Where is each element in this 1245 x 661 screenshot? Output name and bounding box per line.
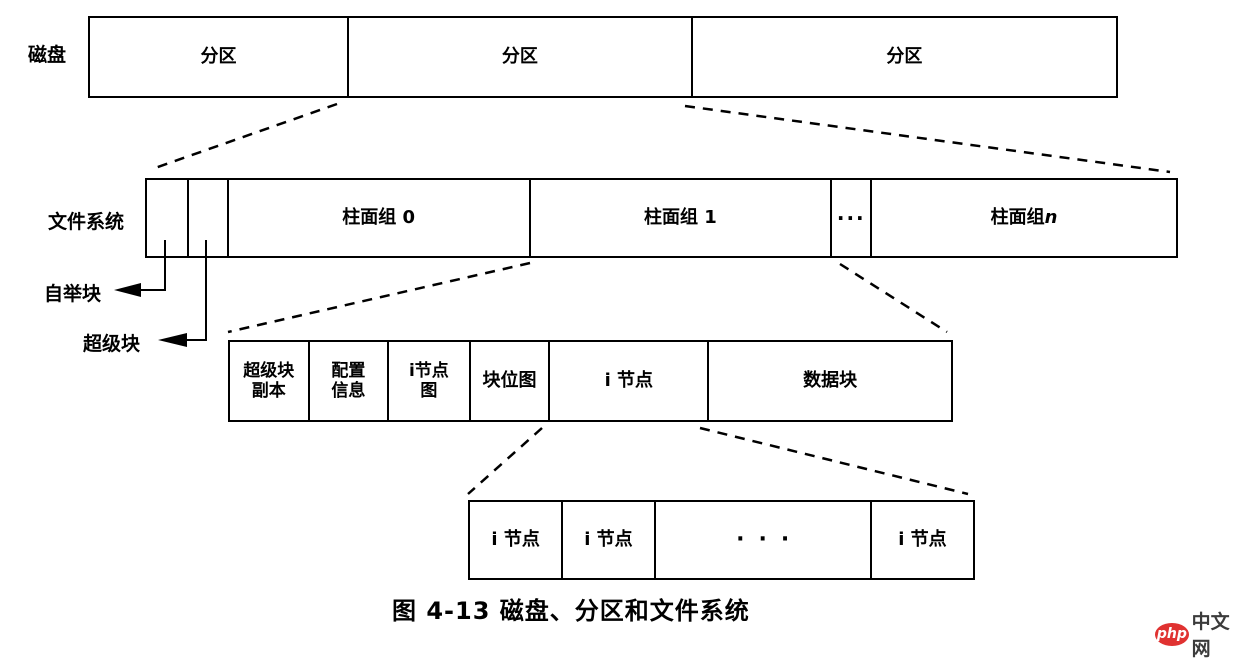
php-logo-brand-text: php xyxy=(1156,626,1187,642)
partition-cell-1: 分区 xyxy=(90,18,349,96)
block-bitmap-cell: 块位图 xyxy=(471,342,551,420)
cylinder-group-n-prefix: 柱面组 xyxy=(990,207,1045,229)
super-block-callout-label: 超级块 xyxy=(83,333,141,355)
filesystem-box: 柱面组 0 柱面组 1 ··· 柱面组 n xyxy=(145,178,1178,258)
dashed-line-fs-to-group-right xyxy=(839,262,948,334)
config-info-cell: 配置 信息 xyxy=(310,342,390,420)
php-logo: php 中文网 xyxy=(1155,607,1245,661)
inode-cell-1: i 节点 xyxy=(470,502,564,578)
inode-cell-2: i 节点 xyxy=(563,502,656,578)
disk-box: 分区 分区 分区 xyxy=(88,16,1118,98)
partition-cell-3: 分区 xyxy=(886,46,923,68)
dashed-line-disk-to-fs-left xyxy=(154,102,338,170)
super-block-cell xyxy=(189,180,229,256)
superblock-copy-line1: 超级块 xyxy=(243,360,295,381)
php-logo-site-text: 中文网 xyxy=(1191,611,1230,660)
inode-map-line2: 图 xyxy=(420,381,438,401)
dashed-line-fs-to-group-left xyxy=(227,261,531,334)
cylinder-group-n-cell: 柱面组 n xyxy=(872,180,1176,256)
boot-block-left-arrow-icon xyxy=(114,283,141,297)
cylinder-group-n-suffix: n xyxy=(1044,207,1058,229)
dashed-line-group-to-inodes-left xyxy=(467,427,543,495)
cylinder-group-1-cell: 柱面组 1 xyxy=(531,180,833,256)
config-info-line1: 配置 xyxy=(331,360,366,381)
filesystem-label: 文件系统 xyxy=(48,211,125,233)
cylinder-group-0-cell: 柱面组 0 xyxy=(229,180,531,256)
figure-caption: 图 4-13 磁盘、分区和文件系统 xyxy=(392,597,750,625)
cylinder-group-ellipsis-cell: ··· xyxy=(832,180,873,256)
inode-map-line1: i节点 xyxy=(408,360,449,381)
dashed-line-group-to-inodes-right xyxy=(699,426,969,496)
figure-disk-partition-filesystem: 磁盘 分区 分区 分区 文件系统 柱面组 0 柱面组 1 ··· 柱面组 n 自… xyxy=(28,16,1230,660)
inode-area-cell: i 节点 xyxy=(550,342,710,420)
inode-ellipsis-text: ··· xyxy=(736,526,804,552)
partition-cell-2: 分区 xyxy=(349,18,693,96)
boot-block-cell xyxy=(147,180,189,256)
super-block-left-arrow-icon xyxy=(158,333,187,347)
inode-table-box: i 节点 i 节点 ··· i 节点 xyxy=(468,500,975,580)
superblock-copy-line2: 副本 xyxy=(251,381,286,401)
superblock-copy-cell: 超级块 副本 xyxy=(230,342,310,420)
config-info-line2: 信息 xyxy=(331,381,366,401)
cylinder-group-box: 超级块 副本 配置 信息 i节点 图 块位图 i 节点 数据块 xyxy=(228,340,953,422)
inode-ellipsis-cell: ··· xyxy=(656,502,872,578)
disk-label: 磁盘 xyxy=(28,44,67,66)
boot-block-callout-label: 自举块 xyxy=(44,283,102,305)
ellipsis-text: ··· xyxy=(836,206,866,230)
inode-map-cell: i节点 图 xyxy=(389,342,471,420)
data-block-cell: 数据块 xyxy=(803,370,858,392)
dashed-line-disk-to-fs-right xyxy=(684,104,1171,174)
inode-cell-3: i 节点 xyxy=(898,529,947,551)
php-logo-oval-icon: php xyxy=(1155,622,1189,646)
